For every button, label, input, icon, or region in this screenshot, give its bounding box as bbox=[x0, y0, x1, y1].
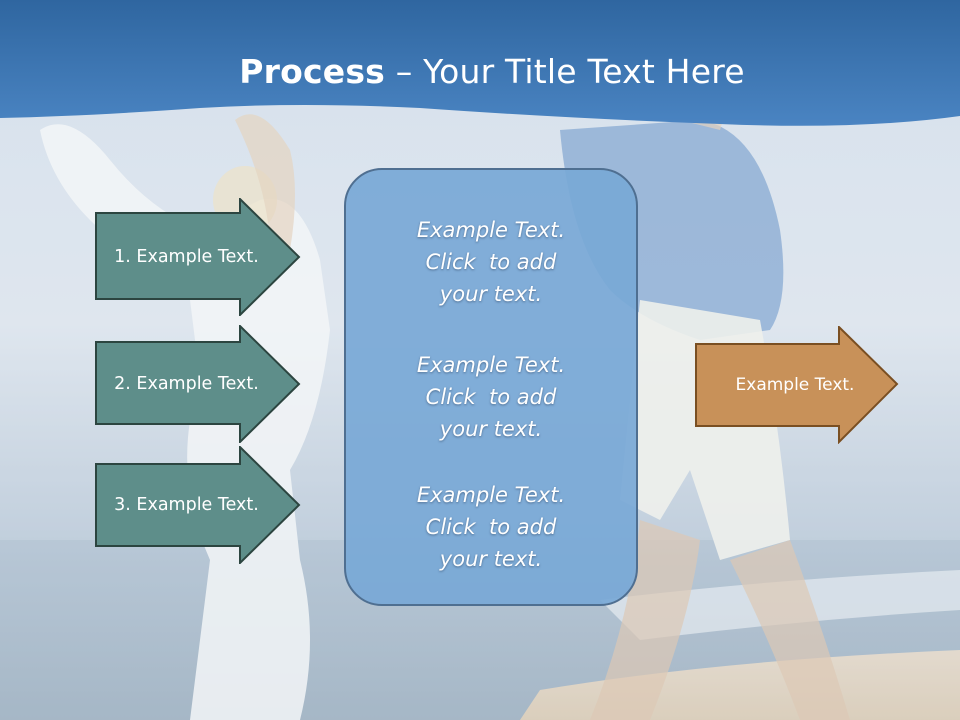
center-block-2-line1: Example Text. bbox=[416, 353, 566, 377]
step-arrow-1[interactable]: 1. Example Text. bbox=[95, 198, 301, 316]
output-arrow[interactable]: Example Text. bbox=[695, 326, 900, 444]
output-label: Example Text. bbox=[735, 375, 855, 395]
slide-title[interactable]: Process – Your Title Text Here bbox=[0, 52, 960, 91]
center-text-box[interactable]: Example Text. Click to add your text. Ex… bbox=[344, 168, 638, 606]
center-block-1-line1: Example Text. bbox=[416, 218, 566, 242]
center-block-3-line1: Example Text. bbox=[416, 483, 566, 507]
step-label-1: 1. Example Text. bbox=[114, 247, 259, 267]
header-band bbox=[0, 0, 960, 126]
step-arrow-2[interactable]: 2. Example Text. bbox=[95, 325, 301, 443]
center-block-2-line2: Click to add bbox=[425, 385, 557, 409]
arrow-right-icon bbox=[95, 198, 301, 316]
center-block-3-line2: Click to add bbox=[425, 515, 557, 539]
title-rest: – Your Title Text Here bbox=[385, 52, 745, 91]
center-block-3[interactable]: Example Text. Click to add your text. bbox=[346, 479, 636, 575]
arrow-right-icon bbox=[695, 326, 899, 444]
arrow-right-icon bbox=[95, 325, 301, 443]
center-block-2-line3: your text. bbox=[439, 417, 543, 441]
center-block-1-line3: your text. bbox=[439, 282, 543, 306]
center-block-2[interactable]: Example Text. Click to add your text. bbox=[346, 349, 636, 445]
center-block-3-line3: your text. bbox=[439, 547, 543, 571]
arrow-right-icon bbox=[95, 446, 301, 564]
center-block-1[interactable]: Example Text. Click to add your text. bbox=[346, 214, 636, 310]
step-label-3: 3. Example Text. bbox=[114, 495, 259, 515]
step-label-2: 2. Example Text. bbox=[114, 374, 259, 394]
center-block-1-line2: Click to add bbox=[425, 250, 557, 274]
title-bold: Process bbox=[239, 52, 386, 91]
step-arrow-3[interactable]: 3. Example Text. bbox=[95, 446, 301, 564]
